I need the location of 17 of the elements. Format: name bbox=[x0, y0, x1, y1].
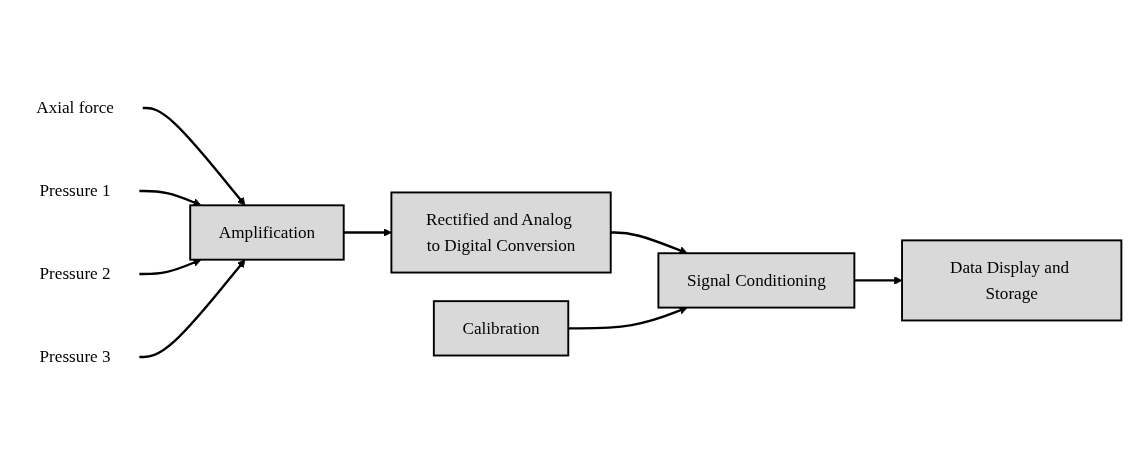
node-box: Amplification bbox=[189, 204, 345, 261]
arrow bbox=[610, 231, 688, 255]
node-text: Pressure 2 bbox=[39, 263, 111, 284]
node-box: Calibration bbox=[432, 300, 570, 357]
node-box: Signal Conditioning bbox=[657, 252, 856, 309]
arrow bbox=[142, 106, 246, 206]
node-box: Data Display and Storage bbox=[901, 239, 1123, 322]
arrow bbox=[139, 258, 202, 276]
arrow bbox=[568, 306, 688, 330]
arrow bbox=[854, 276, 903, 285]
node-box: Rectified and Analog to Digital Conversion bbox=[390, 191, 612, 274]
node-text: Pressure 3 bbox=[39, 346, 111, 366]
node-text: Pressure 1 bbox=[39, 181, 111, 201]
arrow bbox=[139, 259, 246, 359]
arrow bbox=[139, 189, 202, 207]
arrow bbox=[343, 228, 392, 237]
node-text: Axial force bbox=[36, 98, 114, 118]
